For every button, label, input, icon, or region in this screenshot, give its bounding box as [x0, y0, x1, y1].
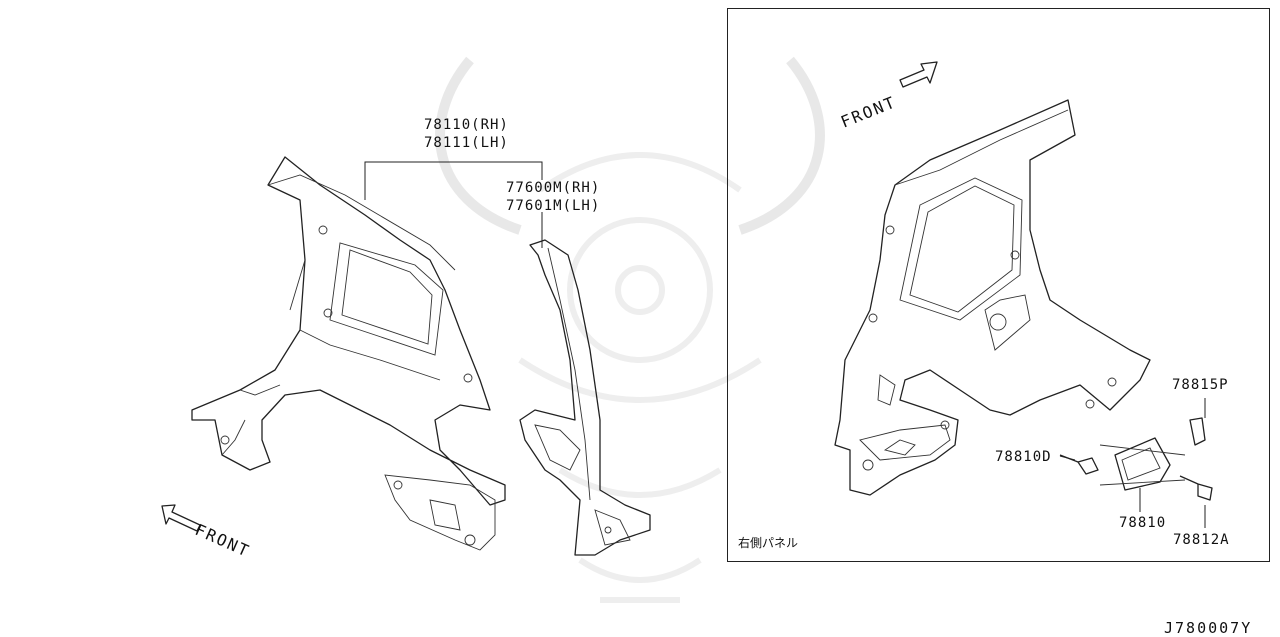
- label-pillar-lh: 77601M(LH): [506, 198, 601, 214]
- inset-fender-panel: [834, 99, 1151, 496]
- diagram-id: J780007Y: [1164, 619, 1253, 637]
- leader-rear-fender: [364, 161, 543, 200]
- bolt-part: [1179, 475, 1213, 501]
- label-bracket: 78815P: [1172, 377, 1229, 393]
- label-fuel-lid: 78810: [1119, 515, 1167, 531]
- front-arrow-inset: [899, 61, 938, 88]
- inset-caption: 右側パネル: [738, 536, 799, 550]
- label-pillar-rh: 77600M(RH): [506, 180, 601, 196]
- rear-pillar-panel: [519, 239, 651, 556]
- rear-fender-panel: [191, 156, 506, 551]
- label-lid-screw: 78810D: [995, 449, 1052, 465]
- bracket-part: [1189, 417, 1206, 446]
- label-rear-fender-lh: 78111(LH): [424, 135, 509, 151]
- label-screw: 78812A: [1173, 532, 1230, 548]
- inset-detail-frame: [727, 8, 1270, 562]
- fuel-lid-part: [1114, 437, 1171, 491]
- front-arrow-main: [161, 504, 201, 532]
- label-rear-fender-rh: 78110(RH): [424, 117, 509, 133]
